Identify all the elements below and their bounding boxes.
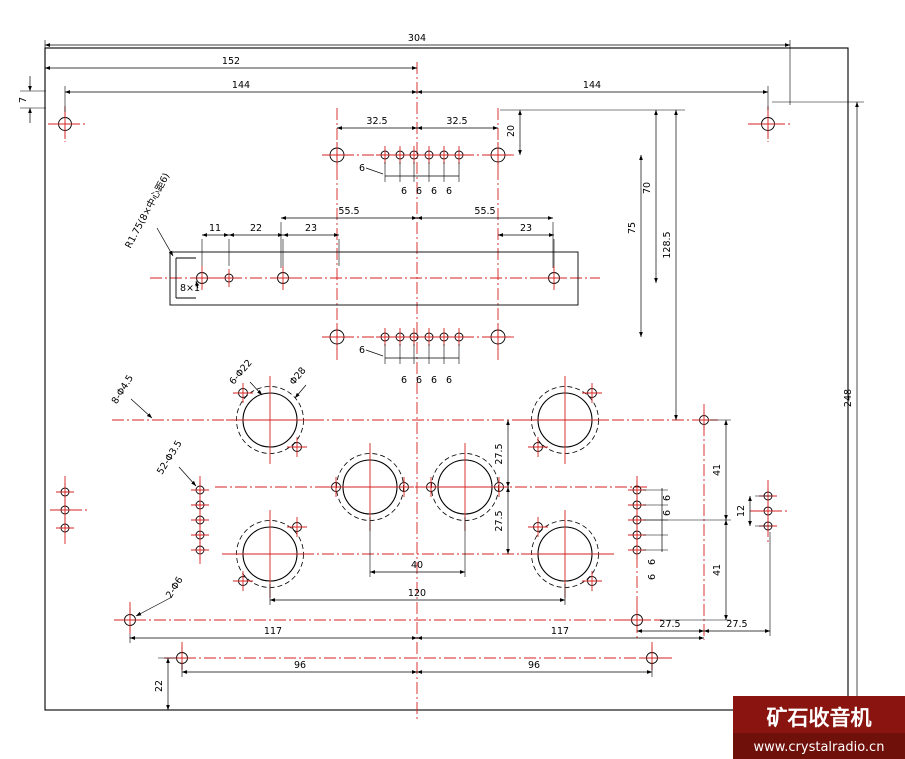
dim-label-55-5-right: 55.5 <box>474 206 495 217</box>
connector-end-hole <box>323 323 351 351</box>
dim-label-41-bottom: 41 <box>712 564 723 576</box>
dim-label-22-v: 22 <box>154 680 165 692</box>
socket-mount-hole <box>286 436 308 458</box>
tube-socket-hole <box>225 375 315 465</box>
dim-label-6: 6 <box>359 163 365 174</box>
dim-label-27-5-v2: 27.5 <box>494 510 505 531</box>
dim-label-8x1: 8×1 <box>180 283 200 294</box>
dim-label-120: 120 <box>408 588 426 599</box>
dim-label-11: 11 <box>209 223 221 234</box>
dim-label-6: 6 <box>401 375 407 386</box>
dim-label-55-5-left: 55.5 <box>338 206 359 217</box>
dim-label-6: 6 <box>647 559 658 565</box>
dim-label-6: 6 <box>431 186 437 197</box>
dim-label-75: 75 <box>627 222 638 234</box>
socket-mount-hole <box>232 570 254 592</box>
edge-hole <box>55 482 75 502</box>
socket-mount-hole <box>581 382 603 404</box>
slot-outline <box>169 251 579 306</box>
watermark-url: www.crystalradio.cn <box>754 740 885 755</box>
dim-label-32-5-right: 32.5 <box>446 116 467 127</box>
dim-label-248: 248 <box>843 389 854 407</box>
dim-label-128-5: 128.5 <box>662 231 673 258</box>
dim-label-12: 12 <box>736 505 747 517</box>
dim-label-6: 6 <box>647 574 658 580</box>
dim-label-22: 22 <box>250 223 262 234</box>
dim-label-152: 152 <box>222 56 240 67</box>
small-hole <box>190 540 210 560</box>
socket-mount-hole <box>286 516 308 538</box>
watermark-title: 矿石收音机 <box>767 706 872 730</box>
dim-label-41-top: 41 <box>712 464 723 476</box>
watermark-band <box>733 733 905 759</box>
connector-end-hole <box>484 323 512 351</box>
watermark: 矿石收音机 www.crystalradio.cn <box>733 696 905 759</box>
dim-label-20: 20 <box>506 125 517 137</box>
socket-mount-hole <box>420 476 442 498</box>
dim-label-6: 6 <box>446 186 452 197</box>
connector-end-hole <box>484 141 512 169</box>
dim-label-70: 70 <box>642 182 653 194</box>
dim-label-23-left: 23 <box>305 223 317 234</box>
socket-mount-hole <box>527 436 549 458</box>
extension-lines <box>20 40 864 711</box>
dim-label-32-5-left: 32.5 <box>366 116 387 127</box>
dim-label-6: 6 <box>431 375 437 386</box>
label-52-phi3-5: 52-Φ3.5 <box>155 439 185 477</box>
socket-mount-hole <box>488 476 510 498</box>
dim-label-6: 6 <box>662 495 673 501</box>
part-outline <box>44 47 849 711</box>
dim-label-27-5-right: 27.5 <box>726 619 747 630</box>
dim-label-40: 40 <box>411 560 423 571</box>
dim-label-23-right: 23 <box>520 223 532 234</box>
connector-pin-hole <box>449 145 469 165</box>
corner-hole-top-right <box>752 108 784 140</box>
phi6-hole <box>624 607 650 633</box>
connector-pin-hole <box>449 327 469 347</box>
socket-mount-hole <box>527 516 549 538</box>
dim-label-6: 6 <box>662 510 673 516</box>
edge-hole <box>55 518 75 538</box>
label-phi28: Φ28 <box>288 365 309 387</box>
dim-label-304: 304 <box>408 33 426 44</box>
dim-label-6: 6 <box>401 186 407 197</box>
corner-hole-top-left <box>49 108 81 140</box>
slot-hole <box>219 268 239 288</box>
dimension-lines <box>28 43 859 711</box>
label-8-phi4-5: 8-Φ4.5 <box>110 373 136 406</box>
dim-label-6: 6 <box>416 375 422 386</box>
dim-label-r1-75: R1.75(8×中心距6) <box>122 171 172 251</box>
dim-label-117-right: 117 <box>551 626 569 637</box>
dim-label-6: 6 <box>416 186 422 197</box>
dim-label-27-5-v1: 27.5 <box>494 443 505 464</box>
socket-mount-hole <box>325 476 347 498</box>
dim-label-117-left: 117 <box>264 626 282 637</box>
socket-mount-hole <box>581 570 603 592</box>
socket-mount-hole <box>393 476 415 498</box>
leader-lines <box>130 167 384 617</box>
slot-hole <box>270 265 296 291</box>
dim-label-6: 6 <box>446 375 452 386</box>
dim-label-7: 7 <box>18 97 29 103</box>
dim-label-6: 6 <box>359 345 365 356</box>
phi6-hole <box>117 607 143 633</box>
slot-hole <box>541 265 567 291</box>
edge-hole <box>55 500 75 520</box>
tube-socket-hole <box>520 375 610 465</box>
connector-end-hole <box>323 141 351 169</box>
dim-label-144-left: 144 <box>232 80 250 91</box>
dimension-labels: 304 152 144 144 7 32.5 32.5 20 70 75 128… <box>18 33 854 692</box>
dim-label-144-right: 144 <box>583 80 601 91</box>
dim-label-96-left: 96 <box>294 660 306 671</box>
label-2-phi6: 2-Φ6 <box>164 575 186 600</box>
dim-label-27-5-left: 27.5 <box>659 619 680 630</box>
dim-label-96-right: 96 <box>528 660 540 671</box>
